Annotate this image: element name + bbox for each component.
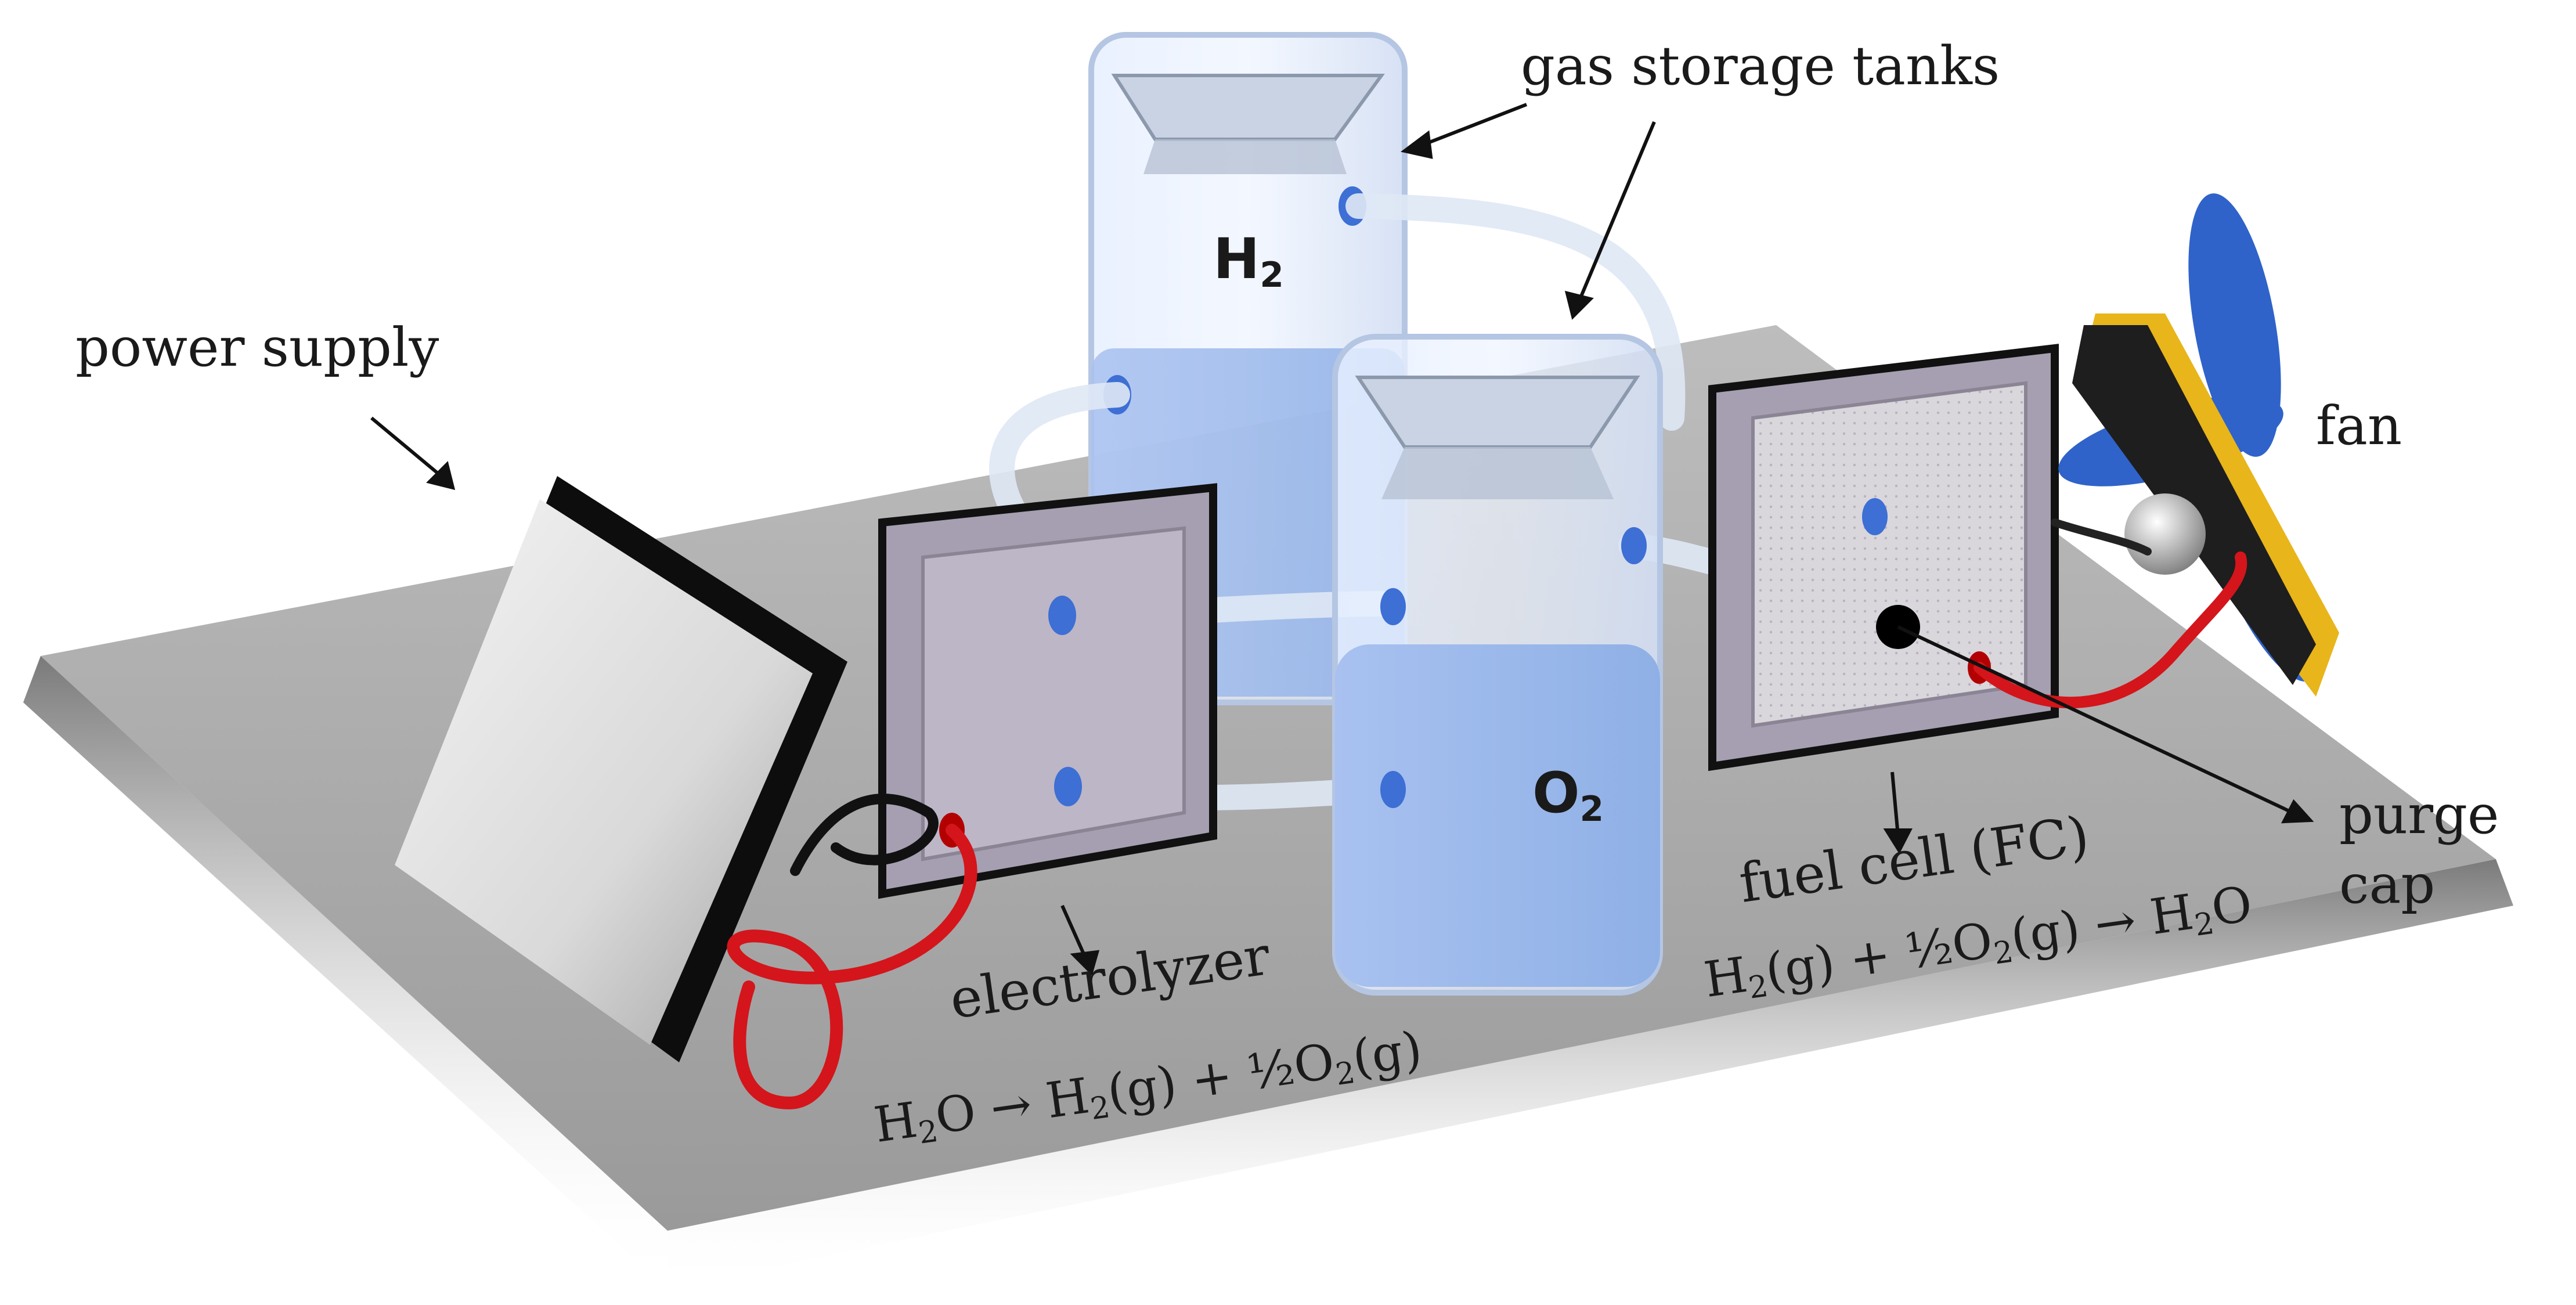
arrows (370, 103, 2314, 976)
wires (727, 518, 2247, 1110)
purge-label: purge (2339, 784, 2499, 846)
tank-arrow-h2 (1421, 103, 1528, 147)
fan-label: fan (2316, 395, 2402, 457)
o2-tank-label: O2 (1532, 760, 1604, 830)
power-supply-arrow (370, 416, 442, 478)
tank-arrow-o2 (1577, 121, 1656, 303)
h2-tank-label: H2 (1213, 226, 1284, 295)
power-supply-label: power supply (75, 316, 439, 378)
fuel-cell-arrow (1890, 772, 1900, 837)
gas-storage-tanks-label: gas storage tanks (1521, 35, 2000, 97)
power-supply-panel (395, 476, 847, 1062)
fuel-cell (1708, 344, 2059, 772)
purge-cap-arrow (1897, 625, 2294, 814)
cap-label: cap (2339, 853, 2436, 915)
fan (2058, 193, 2339, 697)
electrolyzer-arrow (1060, 904, 1087, 959)
o2-tank (1332, 334, 1663, 996)
electrolyzer-cell (878, 483, 1217, 899)
